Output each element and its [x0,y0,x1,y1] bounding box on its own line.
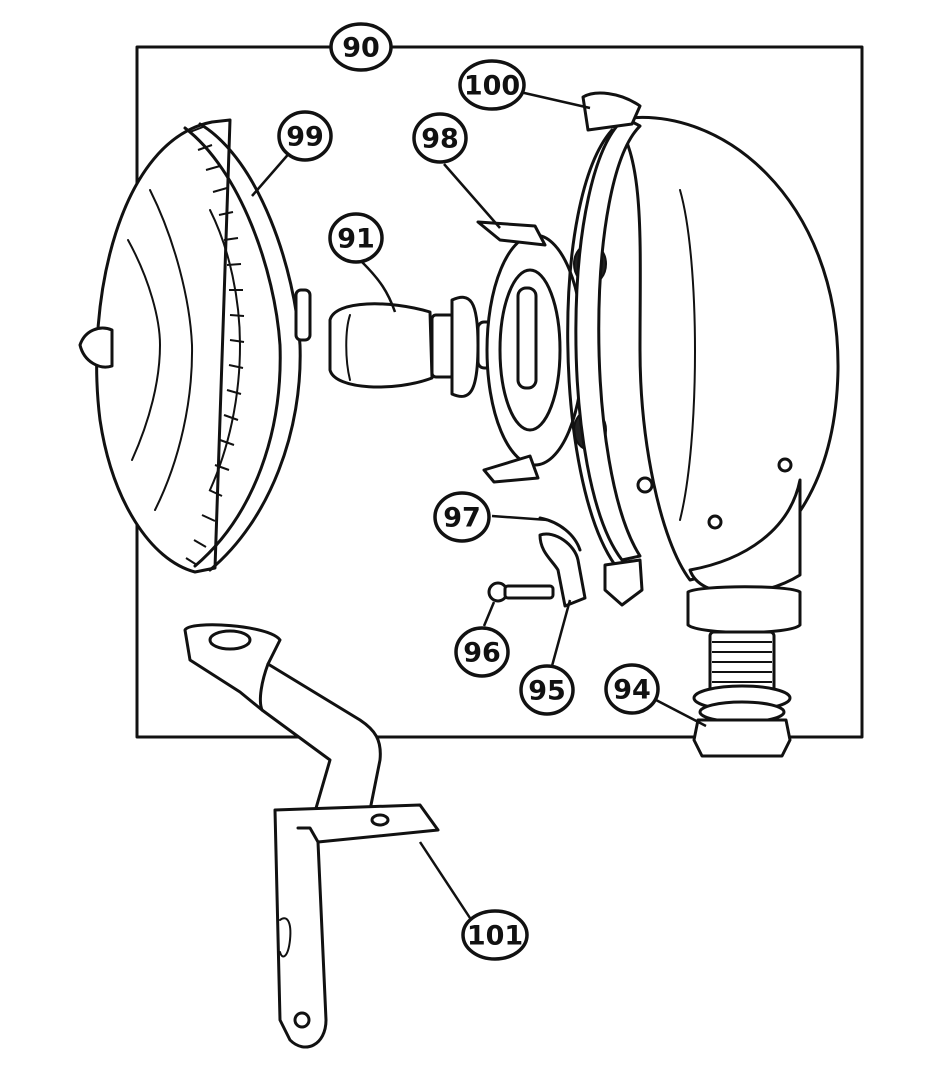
part-96-screw [487,581,555,603]
svg-text:99: 99 [286,122,324,153]
svg-text:94: 94 [613,675,651,706]
leader-95 [550,599,572,667]
callout-97: 97 [433,491,491,543]
leader-91 [361,261,397,313]
callout-95: 95 [519,664,575,716]
svg-text:97: 97 [443,503,481,534]
part-101-mounting-bracket [183,623,440,1049]
part-98-bulb-holder [476,220,607,484]
callout-90: 90 [329,22,393,72]
svg-text:90: 90 [342,33,380,64]
callout-101: 101 [461,909,529,961]
part-91-bulb [328,295,510,398]
svg-text:96: 96 [463,638,501,669]
callout-94: 94 [604,663,660,715]
leader-98 [443,163,501,229]
callout-98: 98 [412,112,468,164]
rim-knurling [185,126,245,566]
leader-99 [251,149,293,197]
svg-text:98: 98 [421,124,459,155]
leader-94 [655,698,707,728]
callout-99: 99 [277,110,333,162]
part-95-bracket-clip [538,532,587,608]
leader-101 [418,841,472,919]
callout-91: 91 [328,212,384,264]
leader-100 [519,90,591,110]
stud-threads [712,641,772,683]
svg-text:95: 95 [528,676,566,707]
svg-text:91: 91 [337,224,375,255]
svg-text:100: 100 [464,71,520,102]
part-99-lens-rim [78,118,312,574]
leader-96 [482,601,496,627]
callout-100: 100 [458,59,526,111]
callout-96: 96 [454,626,510,678]
leader-97 [491,514,549,522]
svg-text:101: 101 [467,921,523,952]
headlamp-shell [566,91,840,758]
